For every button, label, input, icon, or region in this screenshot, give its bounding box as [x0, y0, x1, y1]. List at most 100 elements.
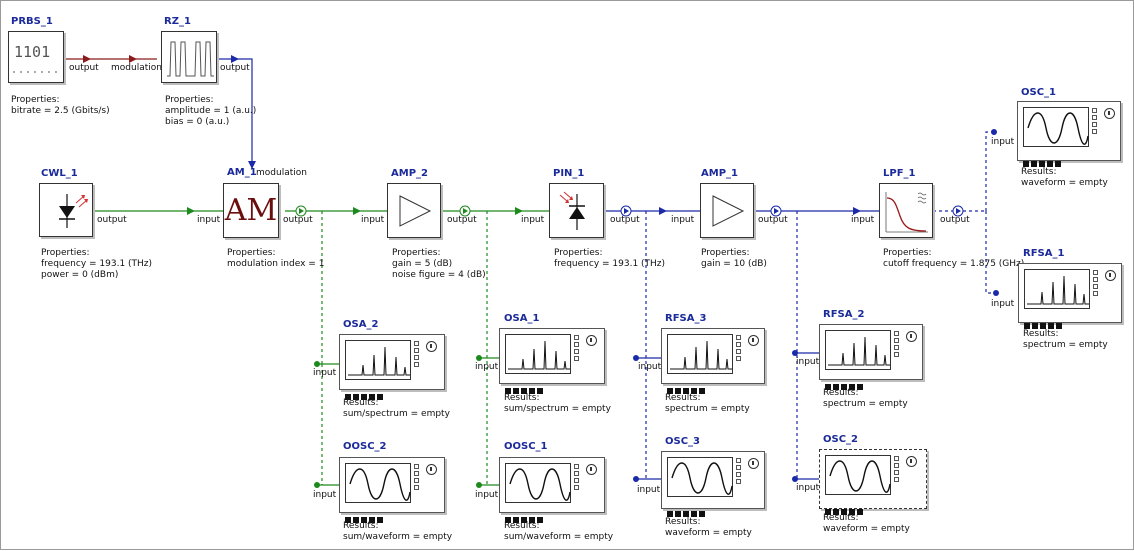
rfsa3-keys: [667, 379, 707, 398]
rfsa1-instrument[interactable]: [1018, 263, 1122, 329]
pin1-name: PIN_1: [553, 168, 585, 179]
oosc1-instrument[interactable]: [499, 457, 605, 523]
knob-icon: [1104, 108, 1115, 119]
am1-block[interactable]: AM: [223, 183, 279, 238]
port-amp1-out-tri: [774, 208, 779, 214]
node-osc2-in[interactable]: [792, 476, 798, 482]
node-oosc2-in[interactable]: [314, 482, 320, 488]
pin1-block[interactable]: [549, 183, 604, 238]
pin1-props-title: Properties:: [554, 248, 603, 258]
osa1-keys: [505, 379, 545, 398]
osa1-instrument[interactable]: [499, 328, 605, 394]
port-am-out-tri: [299, 208, 304, 214]
amp2-prop-noise-figure: noise figure = 4 (dB): [392, 270, 486, 280]
node-oosc1-in[interactable]: [476, 482, 482, 488]
osa1-in-label: input: [475, 362, 499, 372]
wire-rz-am[interactable]: [219, 58, 253, 169]
amp1-prop-gain: gain = 10 (dB): [701, 259, 767, 269]
osc2-results-title: Results:: [823, 513, 859, 523]
am1-in-label: input: [197, 215, 221, 225]
amp1-name: AMP_1: [701, 168, 738, 179]
rz1-in-label: modulation: [111, 63, 162, 73]
osc3-screen: [667, 457, 733, 497]
amp1-block[interactable]: [700, 183, 754, 238]
oosc2-name: OOSC_2: [343, 441, 387, 452]
osc3-side-buttons: [736, 458, 742, 486]
node-osa1-in[interactable]: [476, 355, 482, 361]
node-rfsa2-in[interactable]: [792, 350, 798, 356]
osc2-keys: [825, 500, 865, 519]
cwl1-block[interactable]: [39, 183, 93, 237]
prbs1-out-label: output: [69, 63, 99, 73]
oosc2-instrument[interactable]: [339, 457, 445, 523]
arrow-rz-in: [129, 55, 137, 63]
oosc2-side-buttons: [414, 464, 420, 492]
rfsa2-name: RFSA_2: [823, 309, 865, 320]
arrow-amp1-in: [659, 207, 667, 215]
lowpass-filter-icon: [885, 192, 928, 233]
osc2-results-value: waveform = empty: [823, 524, 910, 534]
osc1-instrument[interactable]: [1017, 101, 1121, 167]
rfsa3-results-value: spectrum = empty: [665, 404, 750, 414]
rz1-prop-amplitude: amplitude = 1 (a.u.): [165, 106, 257, 116]
amp2-block[interactable]: [387, 183, 441, 238]
node-osa2-in[interactable]: [314, 361, 320, 367]
osc3-results: Results: waveform = empty: [665, 517, 752, 539]
osc2-in-label: input: [796, 483, 820, 493]
oosc1-keys: [505, 508, 545, 527]
rfsa3-instrument[interactable]: [661, 328, 765, 394]
prbs1-name: PRBS_1: [11, 16, 53, 27]
rz1-block[interactable]: [161, 31, 217, 83]
rz1-prop-bias: bias = 0 (a.u.): [165, 117, 230, 127]
spectrum-icon: [670, 340, 732, 370]
cwl1-props-title: Properties:: [41, 248, 90, 258]
prbs1-prop-bitrate: bitrate = 2.5 (Gbits/s): [11, 106, 110, 116]
oosc2-results-value: sum/waveform = empty: [343, 532, 453, 542]
prbs1-block[interactable]: 1101: [8, 31, 64, 83]
laser-diode-icon: [59, 194, 88, 228]
knob-icon: [586, 464, 597, 475]
node-osc1-in[interactable]: [991, 129, 997, 135]
spectrum-icon: [508, 340, 570, 370]
osc2-screen: [825, 455, 891, 495]
rfsa3-results-title: Results:: [665, 393, 701, 403]
rfsa2-instrument[interactable]: [819, 324, 923, 390]
rz1-name: RZ_1: [164, 16, 191, 27]
osc1-side-buttons: [1092, 108, 1098, 136]
osc1-keys: [1023, 152, 1063, 171]
lpf1-block[interactable]: [879, 183, 933, 238]
amp2-out-label: output: [447, 215, 477, 225]
osc2-instrument[interactable]: [819, 449, 927, 515]
cwl1-props: Properties: frequency = 193.1 (THz) powe…: [41, 248, 152, 281]
knob-icon: [426, 341, 437, 352]
node-rfsa3-in[interactable]: [633, 355, 639, 361]
osa1-screen: [505, 334, 571, 374]
rfsa1-results-title: Results:: [1023, 329, 1059, 339]
rfsa2-results-value: spectrum = empty: [823, 399, 908, 409]
knob-icon: [748, 458, 759, 469]
spectrum-icon: [828, 336, 890, 366]
oosc1-in-label: input: [475, 490, 499, 500]
osc1-results: Results: waveform = empty: [1021, 167, 1108, 189]
osc3-in-label: input: [637, 485, 661, 495]
osa2-instrument[interactable]: [339, 334, 445, 400]
node-osc3-in[interactable]: [633, 476, 639, 482]
rfsa3-in-label: input: [638, 362, 662, 372]
osa1-results-title: Results:: [504, 393, 540, 403]
rfsa2-results: Results: spectrum = empty: [823, 388, 908, 410]
am1-mod-label: modulation: [256, 168, 307, 178]
node-rfsa1-in[interactable]: [993, 290, 999, 296]
osa1-side-buttons: [574, 335, 580, 363]
am1-out-label: output: [283, 215, 313, 225]
osc3-instrument[interactable]: [661, 451, 765, 517]
rz1-props-title: Properties:: [165, 95, 214, 105]
amplifier-icon: [712, 195, 745, 227]
arrow-am-mod: [248, 161, 256, 169]
osc2-side-buttons: [894, 456, 900, 484]
pin1-out-label: output: [610, 215, 640, 225]
rz-pulse-icon: [167, 41, 214, 77]
osa2-name: OSA_2: [343, 319, 379, 330]
osa1-results-value: sum/spectrum = empty: [504, 404, 611, 414]
rfsa1-name: RFSA_1: [1023, 248, 1065, 259]
